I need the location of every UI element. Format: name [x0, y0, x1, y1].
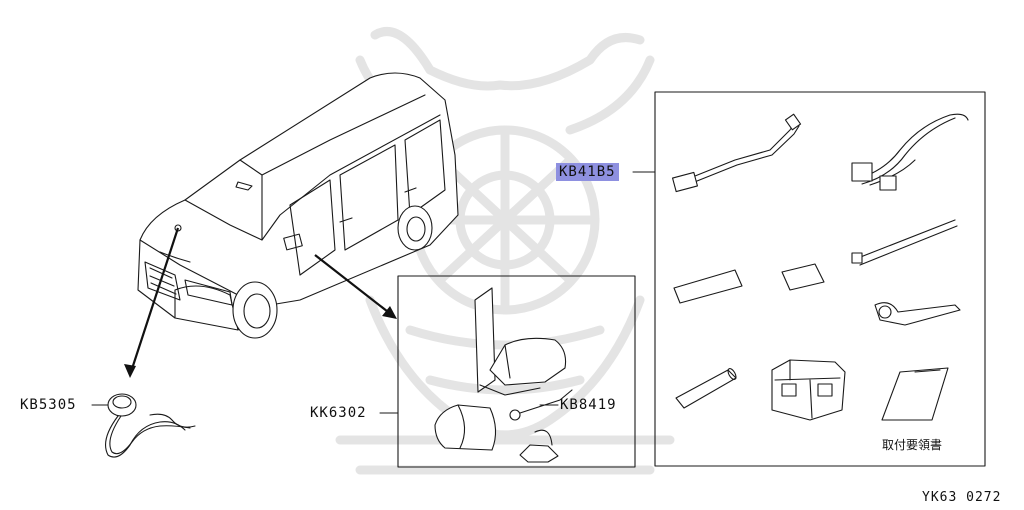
mirror-detail-box	[397, 275, 636, 468]
part-label-kb41b5[interactable]: KB41B5	[556, 163, 619, 181]
sensor-part-kb5305	[105, 393, 196, 458]
instruction-manual-label: 取付要領書	[882, 438, 943, 452]
accessory-items	[672, 113, 969, 421]
mirror-assembly	[434, 287, 573, 463]
diagram-code: YK63 0272	[922, 490, 1002, 505]
arrow-to-kk6302	[314, 254, 393, 316]
part-label-kb5305[interactable]: KB5305	[20, 397, 77, 413]
part-label-kk6302[interactable]: KK6302	[310, 405, 367, 421]
arrow-to-kb5305	[128, 227, 180, 376]
arrowhead-kb5305	[124, 364, 136, 378]
part-label-kb8419[interactable]: KB8419	[560, 397, 617, 413]
arrowhead-kk6302	[382, 306, 397, 319]
accessory-kit-box	[654, 91, 986, 467]
van-illustration	[137, 72, 459, 339]
